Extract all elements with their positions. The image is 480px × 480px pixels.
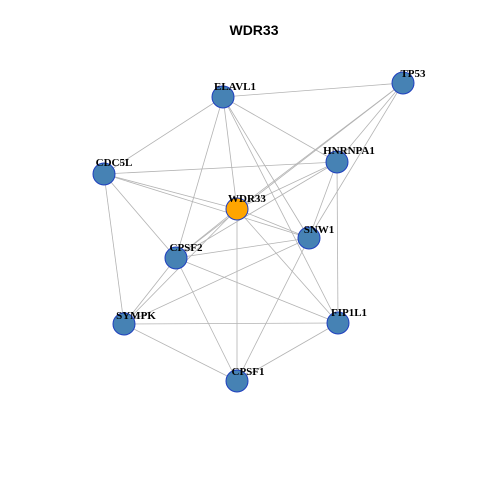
edge-snw1-cpsf1	[236, 237, 310, 382]
edge-sympk-fip1l1	[123, 322, 339, 325]
node-circle-hnrnpa1	[325, 150, 349, 174]
node-label-fip1l1: FIP1L1	[331, 307, 367, 319]
edge-cpsf2-fip1l1	[175, 257, 339, 324]
node-wdr33: WDR33	[225, 193, 266, 221]
edge-cpsf2-sympk	[123, 257, 177, 325]
node-label-cpsf1: CPSF1	[232, 366, 265, 378]
node-circle-sympk	[112, 312, 136, 336]
node-elavl1: ELAVL1	[211, 81, 256, 109]
edge-snw1-sympk	[123, 237, 310, 325]
edge-cdc5l-cpsf2	[103, 173, 177, 259]
edge-cdc5l-wdr33	[103, 173, 238, 210]
edge-elavl1-tp53	[222, 82, 404, 98]
edge-layer	[103, 82, 404, 382]
node-snw1: SNW1	[297, 224, 335, 250]
node-fip1l1: FIP1L1	[326, 307, 367, 335]
node-label-wdr33: WDR33	[228, 193, 266, 205]
node-hnrnpa1: HNRNPA1	[323, 145, 375, 174]
edge-hnrnpa1-cdc5l	[103, 161, 338, 175]
node-circle-wdr33	[225, 197, 249, 221]
edge-wdr33-fip1l1	[236, 208, 339, 324]
node-cpsf2: CPSF2	[164, 242, 204, 270]
edge-elavl1-fip1l1	[222, 96, 339, 324]
edge-hnrnpa1-wdr33	[236, 161, 338, 210]
edge-cdc5l-sympk	[103, 173, 125, 325]
node-tp53: TP53	[391, 68, 426, 95]
node-label-cdc5l: CDC5L	[96, 157, 133, 169]
edge-hnrnpa1-snw1	[308, 161, 338, 239]
edge-elavl1-hnrnpa1	[222, 96, 338, 163]
node-circle-fip1l1	[326, 311, 350, 335]
edge-tp53-hnrnpa1	[336, 82, 404, 163]
edge-snw1-cpsf2	[175, 237, 310, 259]
node-label-hnrnpa1: HNRNPA1	[323, 145, 375, 157]
node-cdc5l: CDC5L	[92, 157, 133, 186]
node-label-tp53: TP53	[400, 68, 426, 80]
node-circle-elavl1	[211, 85, 235, 109]
node-label-sympk: SYMPK	[116, 310, 156, 322]
node-label-elavl1: ELAVL1	[214, 81, 256, 93]
edge-elavl1-cpsf2	[175, 96, 224, 259]
edge-elavl1-cdc5l	[103, 96, 224, 175]
edge-cpsf2-cpsf1	[175, 257, 238, 382]
edge-hnrnpa1-fip1l1	[336, 161, 339, 324]
edge-wdr33-cpsf2	[175, 208, 238, 259]
node-circle-cpsf1	[225, 369, 249, 393]
edge-hnrnpa1-cpsf2	[175, 161, 338, 259]
node-circle-tp53	[391, 71, 415, 95]
edge-elavl1-wdr33	[222, 96, 238, 210]
edge-sympk-cpsf1	[123, 323, 238, 382]
node-cpsf1: CPSF1	[225, 366, 265, 393]
node-circle-snw1	[297, 226, 321, 250]
edge-tp53-snw1	[308, 82, 404, 239]
node-label-cpsf2: CPSF2	[170, 242, 204, 254]
edge-fip1l1-cpsf1	[236, 322, 339, 382]
node-sympk: SYMPK	[112, 310, 156, 336]
node-circle-cpsf2	[164, 246, 188, 270]
node-label-snw1: SNW1	[304, 224, 335, 236]
edge-tp53-cpsf2	[175, 82, 404, 259]
diagram-title: WDR33	[229, 22, 278, 38]
node-circle-cdc5l	[92, 162, 116, 186]
edge-elavl1-snw1	[222, 96, 310, 239]
edge-cdc5l-snw1	[103, 173, 310, 239]
edge-wdr33-snw1	[236, 208, 310, 239]
